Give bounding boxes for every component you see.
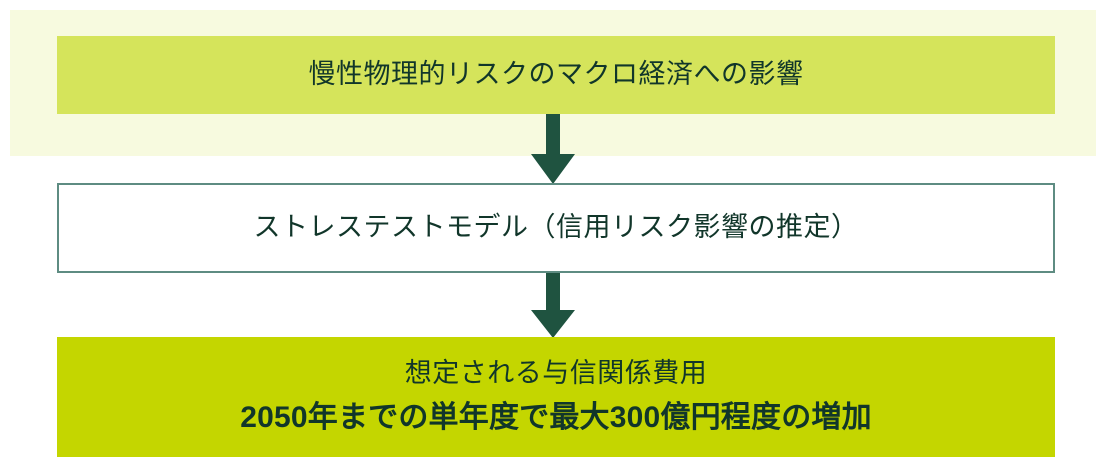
- flow-node-credit-cost-label: 想定される与信関係費用: [404, 358, 708, 389]
- down-arrow-icon: [531, 273, 575, 338]
- flow-node-macro-impact: 慢性物理的リスクのマクロ経済への影響: [57, 36, 1055, 114]
- down-arrow-icon: [531, 114, 575, 184]
- flow-node-stress-test-model-label: ストレステストモデル（信用リスク影響の推定）: [253, 212, 859, 243]
- flow-node-credit-cost-highlight: 2050年までの単年度で最大300億円程度の増加: [240, 401, 872, 435]
- flow-node-stress-test-model: ストレステストモデル（信用リスク影響の推定）: [57, 183, 1055, 273]
- flow-node-credit-cost: 想定される与信関係費用 2050年までの単年度で最大300億円程度の増加: [57, 337, 1055, 457]
- flow-node-macro-impact-label: 慢性物理的リスクのマクロ経済への影響: [308, 59, 804, 90]
